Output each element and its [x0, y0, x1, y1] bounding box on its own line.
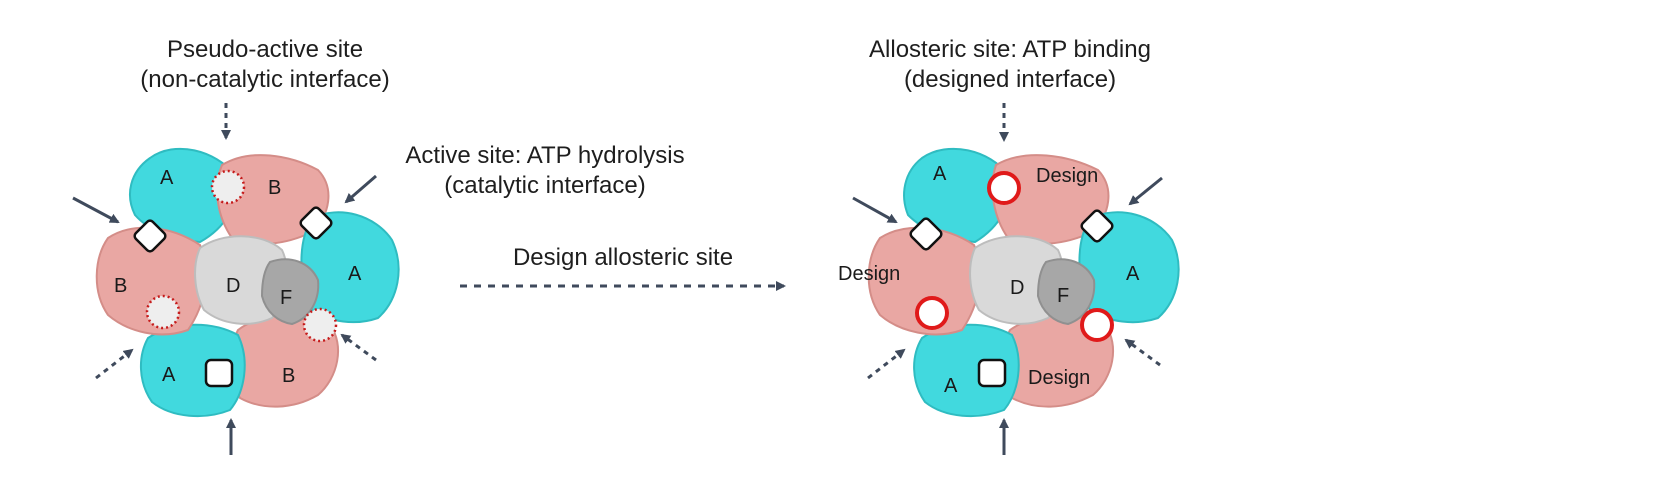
active-site-label-line2: (catalytic interface) — [444, 172, 646, 199]
left-label-a-bottom: A — [162, 364, 176, 386]
pseudo-site-label-line2: (non-catalytic interface) — [140, 66, 390, 93]
pseudo-site-label-line1: Pseudo-active site — [166, 36, 364, 63]
left-label-a-top: A — [160, 167, 174, 189]
left-label-a-right: A — [348, 263, 362, 285]
right-protein-structure — [867, 147, 1180, 418]
left-catalytic-site-2 — [299, 206, 333, 240]
right-arrow-allosteric-bottom-left — [867, 348, 906, 380]
allosteric-site-label-line2: (designed interface) — [903, 66, 1117, 93]
right-arrow-active-left — [852, 196, 898, 224]
left-arrow-active-left — [72, 196, 120, 224]
process-label: Design allosteric site — [512, 244, 734, 271]
left-label-f: F — [280, 287, 292, 309]
left-label-b-top: B — [268, 177, 281, 199]
right-catalytic-site-3 — [977, 358, 1007, 388]
left-pseudo-site-3 — [302, 307, 338, 343]
left-label-d: D — [226, 275, 240, 297]
left-protein-structure — [95, 147, 400, 418]
right-designed-site-3 — [1080, 308, 1114, 342]
right-designed-site-1 — [987, 171, 1021, 205]
right-label-f: F — [1057, 285, 1069, 307]
active-site-label-line1: Active site: ATP hydrolysis — [405, 142, 685, 169]
left-arrow-pseudo-bottom-right — [340, 333, 377, 362]
right-design-label-bottom: Design — [1028, 367, 1090, 389]
right-arrow-allosteric-bottom-right — [1124, 338, 1161, 367]
left-pseudo-site-1 — [210, 169, 246, 205]
right-subunit-a-top — [903, 147, 1011, 244]
right-label-a-bottom: A — [944, 375, 958, 397]
right-arrow-active-right — [1128, 176, 1163, 206]
right-designed-site-2 — [915, 296, 949, 330]
right-catalytic-site-2 — [1080, 209, 1114, 243]
right-label-d: D — [1010, 277, 1024, 299]
right-subunit-a-bottom — [913, 323, 1020, 418]
left-subunit-a-top — [129, 147, 237, 244]
left-catalytic-site-1 — [133, 219, 167, 253]
allosteric-site-label-line1: Allosteric site: ATP binding — [869, 36, 1151, 63]
right-catalytic-site-1 — [909, 217, 943, 251]
allosteric-site-label: Allosteric site: ATP binding (designed i… — [845, 35, 1175, 95]
left-catalytic-site-3 — [204, 358, 234, 388]
left-arrow-pseudo-bottom-left — [95, 348, 134, 380]
left-arrow-active-right — [344, 174, 377, 204]
left-pseudo-site-2 — [145, 294, 181, 330]
left-label-b-left: B — [114, 275, 127, 297]
right-design-label-left: Design — [838, 263, 900, 285]
active-site-label: Active site: ATP hydrolysis (catalytic i… — [380, 141, 710, 201]
left-label-b-bottom: B — [282, 365, 295, 387]
right-label-a-top: A — [933, 163, 947, 185]
right-core-f — [1036, 258, 1096, 326]
right-label-a-right: A — [1126, 263, 1140, 285]
right-design-label-top: Design — [1036, 165, 1098, 187]
left-subunit-a-bottom — [139, 323, 246, 418]
pseudo-site-label: Pseudo-active site (non-catalytic interf… — [110, 35, 420, 95]
left-core-f — [260, 258, 320, 326]
